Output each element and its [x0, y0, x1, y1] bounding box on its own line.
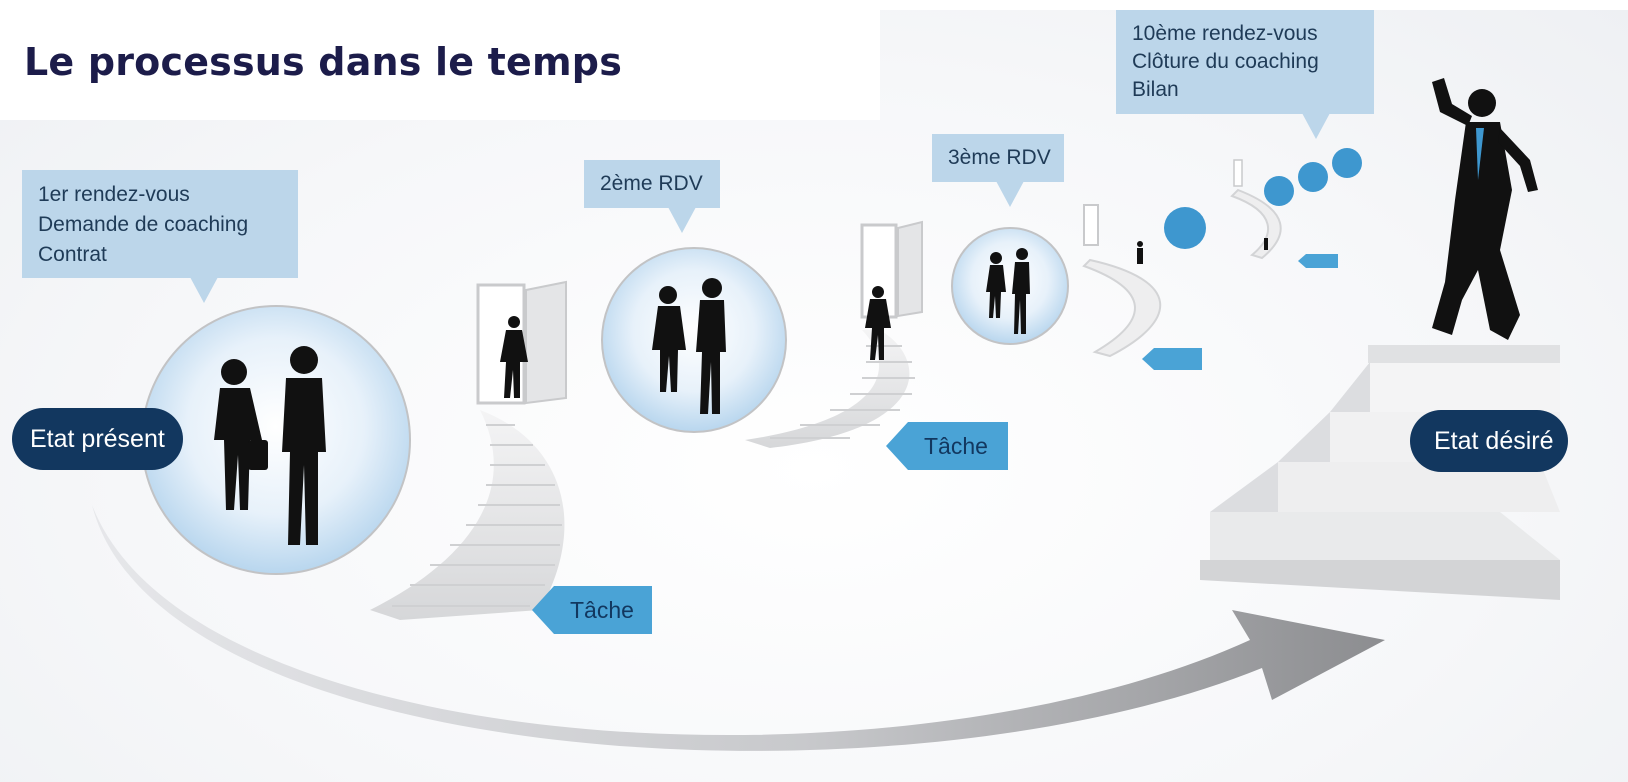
meeting-bubble-1 [141, 305, 411, 575]
state-desired-pill: Etat désiré [1410, 410, 1568, 472]
callout-second-meeting: 2ème RDV [584, 160, 720, 233]
meeting-bubble-3 [951, 227, 1069, 345]
top-backdrop [880, 0, 1628, 10]
task-tag-2-label: Tâche [908, 422, 1008, 470]
state-present-pill: Etat présent [12, 408, 183, 470]
task-tag-3 [1142, 348, 1202, 370]
callout-first-line-3: Contrat [38, 243, 107, 266]
celebrating-figure [1432, 78, 1538, 340]
task-tag-4-arrow [1298, 254, 1306, 268]
task-tag-2: Tâche [886, 422, 1010, 470]
callout-first-meeting: 1er rendez-vous Demande de coaching Cont… [22, 170, 298, 303]
callout-tenth-tail [1302, 113, 1330, 139]
callout-second-tail [668, 207, 696, 233]
task-tag-4 [1298, 254, 1338, 268]
task-tag-1-label: Tâche [554, 586, 652, 634]
callout-first-line-2: Demande de coaching [38, 213, 249, 236]
page-title: Le processus dans le temps [24, 40, 623, 84]
callout-second-text: 2ème RDV [600, 172, 703, 195]
progress-dot-4 [1332, 148, 1362, 178]
progress-dot-2 [1264, 176, 1294, 206]
callout-first-line-1: 1er rendez-vous [38, 183, 190, 206]
callout-tenth-meeting: 10ème rendez-vous Clôture du coaching Bi… [1116, 10, 1374, 139]
callout-tenth-line-3: Bilan [1132, 78, 1179, 101]
callout-first-tail [190, 277, 218, 303]
meeting-bubble-2 [601, 247, 787, 433]
task-tag-2-arrow [886, 422, 908, 470]
stair-3 [1082, 204, 1162, 358]
title-backdrop [0, 0, 880, 120]
callout-third-tail [996, 181, 1024, 207]
stair-1 [370, 280, 567, 620]
progress-dot-1 [1164, 207, 1206, 249]
task-tag-3-arrow [1142, 348, 1154, 370]
task-tag-1-arrow [532, 586, 554, 634]
callout-third-meeting: 3ème RDV [932, 134, 1064, 207]
stair-2 [745, 220, 923, 448]
callout-third-text: 3ème RDV [948, 146, 1051, 169]
task-tag-3-body [1154, 348, 1202, 370]
callout-tenth-line-1: 10ème rendez-vous [1132, 22, 1318, 45]
task-tag-1: Tâche [532, 586, 654, 634]
stair-4 [1230, 159, 1282, 260]
progress-dot-3 [1298, 162, 1328, 192]
task-tag-4-body [1306, 254, 1338, 268]
callout-tenth-line-2: Clôture du coaching [1132, 50, 1319, 73]
final-staircase [1200, 345, 1560, 600]
